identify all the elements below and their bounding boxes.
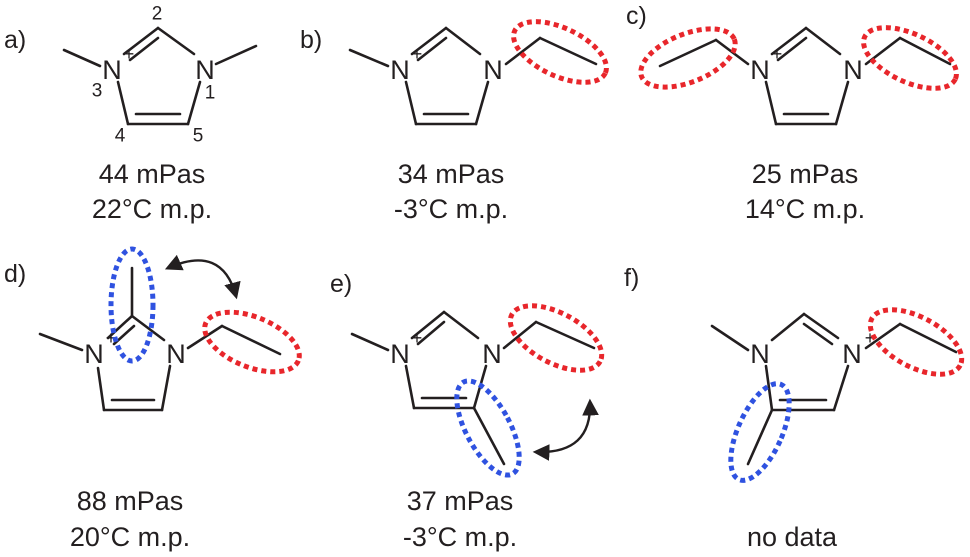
nitrogen-3-a: N [102, 55, 122, 85]
melting-point-e: -3°C m.p. [403, 522, 517, 552]
nitrogen-3-e: N [390, 339, 410, 369]
charge-c: + [772, 44, 783, 64]
panel-c: c) N + N 25 mPas 14°C m.p. [626, 2, 959, 224]
no-data-note-f: no data [747, 522, 838, 552]
melting-point-b: -3°C m.p. [394, 194, 508, 224]
ethyl-highlight-e [507, 303, 605, 373]
nitrogen-3-c: N [750, 55, 770, 85]
atom-number-5: 5 [193, 126, 204, 147]
atom-number-4: 4 [115, 126, 126, 147]
panel-label-d: d) [4, 260, 26, 288]
atom-number-3: 3 [92, 81, 103, 102]
panel-label-f: f) [624, 264, 639, 292]
nitrogen-1-e: N [482, 339, 502, 369]
charge-f: + [865, 328, 876, 348]
ethyl-highlight-d [202, 309, 302, 375]
charge-b: + [412, 44, 423, 64]
panel-e: e) N + N 37 mPas -3°C m.p. [330, 270, 605, 552]
panel-label-e: e) [330, 270, 352, 298]
panel-label-c: c) [626, 2, 647, 30]
atom-number-1: 1 [205, 83, 216, 104]
melting-point-c: 14°C m.p. [745, 194, 865, 224]
viscosity-c: 25 mPas [752, 159, 859, 189]
nitrogen-3-d: N [84, 339, 104, 369]
methyl-highlight-e [454, 378, 522, 478]
viscosity-a: 44 mPas [99, 159, 206, 189]
nitrogen-1-c: N [843, 55, 863, 85]
molecule-f: N N + [710, 312, 958, 466]
methyl-highlight-f [728, 381, 792, 483]
atom-number-2: 2 [152, 4, 163, 25]
charge-e: + [412, 328, 423, 348]
nitrogen-1-d: N [166, 339, 186, 369]
panel-label-a: a) [4, 26, 26, 54]
molecule-d: N + N [38, 266, 282, 412]
ethyl-highlight-f [867, 307, 965, 377]
panel-label-b: b) [300, 26, 322, 54]
panel-d: d) N + N 88 mPas 20°C m.p. [4, 246, 302, 552]
nitrogen-1-b: N [483, 55, 503, 85]
panel-a: a) N + N 1 2 3 4 5 44 mPas 22°C m.p. [4, 4, 258, 224]
molecule-c: N + N [658, 26, 952, 126]
panel-b: b) N + N 34 mPas -3°C m.p. [300, 19, 609, 224]
ethyl-highlight-c-left [638, 26, 738, 90]
interaction-arrow-d [164, 254, 241, 300]
charge-d: + [106, 328, 117, 348]
nitrogen-1-f: N [750, 339, 770, 369]
viscosity-e: 37 mPas [407, 486, 514, 516]
molecule-a: N + N 1 2 3 4 5 [62, 4, 258, 147]
molecule-b: N + N [348, 26, 598, 126]
nitrogen-3-b: N [390, 55, 410, 85]
methyl-highlight-d [108, 246, 156, 364]
charge-a: + [124, 44, 135, 64]
nitrogen-1-a: N [195, 55, 215, 85]
melting-point-d: 20°C m.p. [70, 522, 190, 552]
molecule-e: N + N [350, 310, 596, 466]
interaction-arrow-e [532, 398, 599, 461]
viscosity-d: 88 mPas [77, 486, 184, 516]
ethyl-highlight-c-right [861, 25, 959, 91]
panel-f: f) N N + no data [624, 264, 965, 552]
ethyl-highlight-b [511, 19, 609, 85]
nitrogen-3-f: N [842, 339, 862, 369]
melting-point-a: 22°C m.p. [92, 194, 212, 224]
viscosity-b: 34 mPas [398, 159, 505, 189]
